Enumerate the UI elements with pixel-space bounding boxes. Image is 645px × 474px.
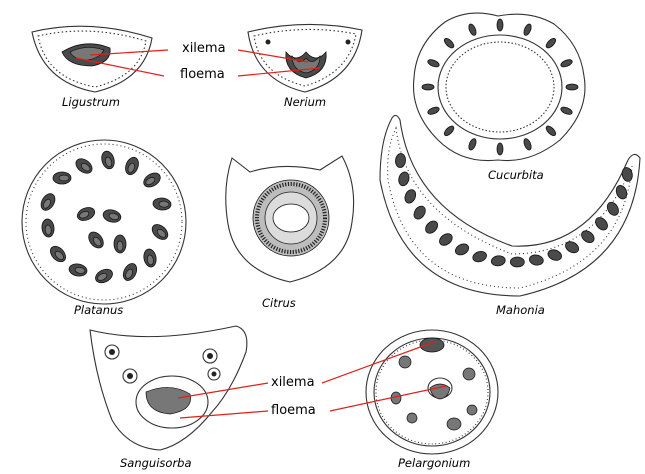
xylem-label-top: xilema [182, 42, 226, 55]
vascular-bundle [159, 201, 169, 208]
vascular-bundle [621, 167, 634, 183]
vascular-bundle [422, 84, 434, 90]
vascular-bundle [443, 37, 456, 50]
nerium-section [248, 24, 362, 92]
vascular-bundle [545, 37, 558, 50]
platanus-section [22, 140, 186, 304]
species-citrus: Citrus [262, 298, 296, 310]
vascular-bundle [454, 242, 471, 257]
sanguisorba-section [90, 326, 247, 450]
vascular-bundle [605, 200, 621, 217]
phloem-label-top: floema [180, 68, 225, 81]
vascular-bundle [467, 23, 477, 36]
vascular-bundle [397, 171, 410, 187]
mahonia-section [380, 115, 640, 296]
vascular-bundle [437, 231, 454, 247]
vascular-bundle [593, 215, 610, 232]
species-pelargonium: Pelargonium [398, 458, 470, 470]
species-nerium: Nerium [284, 97, 326, 109]
vascular-bundle [403, 188, 418, 205]
vascular-bundle [560, 106, 573, 116]
species-cucurbita: Cucurbita [488, 170, 544, 182]
vascular-bundle [522, 23, 532, 36]
vascular-bundle [497, 143, 503, 155]
ligustrum-section [32, 26, 152, 92]
vascular-bundle [427, 106, 440, 116]
species-mahonia: Mahonia [496, 305, 545, 317]
citrus-section [226, 156, 354, 282]
species-ligustrum: Ligustrum [62, 97, 120, 109]
vascular-bundle [522, 138, 532, 151]
vascular-bundle [579, 228, 596, 245]
vascular-bundle [529, 254, 545, 266]
species-sanguisorba: Sanguisorba [120, 458, 192, 470]
xylem-label-bottom: xilema [271, 376, 315, 389]
vascular-bundle [395, 153, 406, 168]
vascular-bundle [412, 204, 428, 221]
pelargonium-section [366, 330, 498, 454]
vascular-bundle [423, 219, 440, 236]
cucurbita-section [414, 13, 586, 160]
vascular-bundle [467, 138, 477, 151]
vascular-bundle [545, 124, 558, 137]
vascular-bundle [560, 58, 573, 68]
vascular-bundle [497, 19, 503, 31]
vascular-bundle [59, 175, 69, 181]
vascular-bundle [427, 58, 440, 68]
vascular-bundle [491, 255, 506, 267]
vascular-bundle [510, 257, 524, 267]
vascular-bundle [566, 84, 578, 90]
vascular-bundle [117, 241, 123, 251]
vascular-bundle [471, 250, 487, 264]
phloem-label-bottom: floema [271, 404, 316, 417]
vascular-bundle [564, 239, 581, 255]
vascular-bundle [443, 124, 456, 137]
vascular-bundle [546, 248, 563, 262]
species-platanus: Platanus [74, 305, 123, 317]
